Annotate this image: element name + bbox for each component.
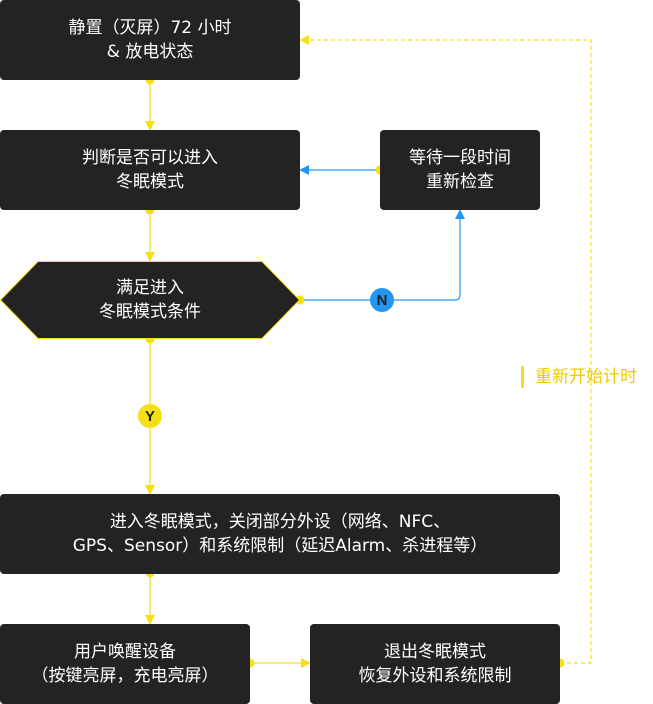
node-wait-line1: 等待一段时间 [409, 148, 511, 168]
node-idle-72-hours: 静置（灭屏）72 小时 & 放电状态 [0, 0, 300, 80]
connector-wait-to-judge [299, 165, 385, 175]
decision-line1: 满足进入 [116, 278, 184, 298]
connector-idle-to-judge [145, 75, 155, 131]
node-enter-line2: GPS、Sensor）和系统限制（延迟Alarm、杀进程等） [72, 536, 488, 556]
node-idle-line1: 静置（灭屏）72 小时 [68, 18, 232, 38]
node-exit-hibernation: 退出冬眠模式 恢复外设和系统限制 [310, 624, 560, 704]
node-idle-line2: & 放电状态 [106, 42, 194, 62]
node-enter-hibernation: 进入冬眠模式，关闭部分外设（网络、NFC、 GPS、Sensor）和系统限制（延… [0, 494, 560, 574]
decision-hexagon-shape [0, 261, 300, 339]
connector-wake-to-exit [245, 658, 311, 668]
connector-enter-to-wake [145, 568, 155, 625]
node-exit-line2: 恢复外设和系统限制 [358, 666, 512, 686]
connector-judge-to-condition [145, 205, 155, 262]
node-judge-line1: 判断是否可以进入 [82, 148, 218, 168]
decision-hibernation-condition: 满足进入 冬眠模式条件 [0, 261, 300, 339]
node-wake-line2: （按键亮屏，充电亮屏） [31, 666, 219, 686]
no-branch-badge: N [370, 288, 394, 312]
decision-line2: 冬眠模式条件 [99, 302, 201, 322]
node-judge-line2: 冬眠模式 [116, 172, 184, 192]
node-wake-line1: 用户唤醒设备 [74, 642, 176, 662]
node-enter-line1: 进入冬眠模式，关闭部分外设（网络、NFC、 [109, 512, 451, 532]
yes-branch-badge: Y [138, 404, 162, 428]
node-user-wake: 用户唤醒设备 （按键亮屏，充电亮屏） [0, 624, 250, 704]
node-judge-hibernation: 判断是否可以进入 冬眠模式 [0, 130, 300, 210]
node-exit-line1: 退出冬眠模式 [384, 642, 486, 662]
node-wait-line2: 重新检查 [426, 172, 494, 192]
node-wait-recheck: 等待一段时间 重新检查 [380, 130, 540, 210]
restart-timer-label: 重新开始计时 [521, 366, 637, 388]
